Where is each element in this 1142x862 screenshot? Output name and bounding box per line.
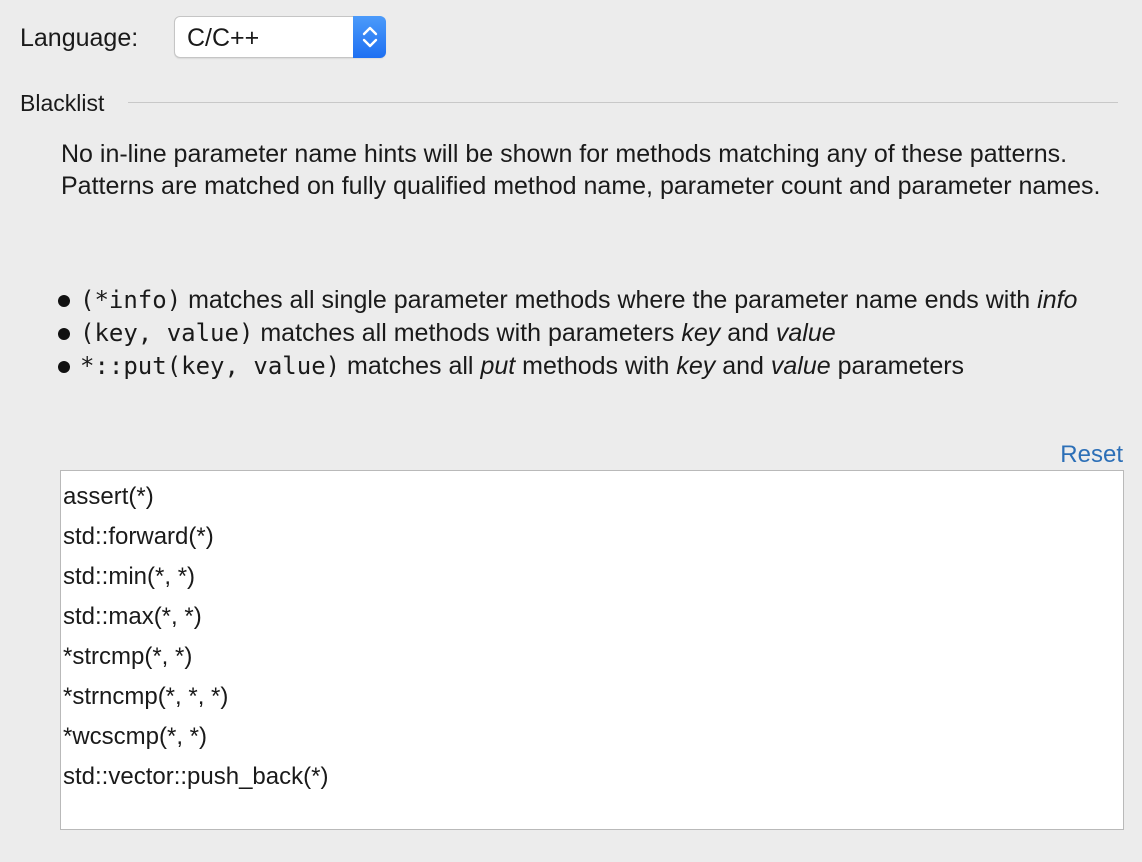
bullet-icon — [58, 361, 70, 373]
blacklist-description: No in-line parameter name hints will be … — [61, 138, 1111, 202]
code-example: (*info) — [80, 286, 182, 314]
language-select[interactable]: C/C++ — [174, 16, 386, 58]
description-line-1: No in-line parameter name hints will be … — [61, 140, 1068, 168]
bullet-text: parameters — [830, 352, 965, 380]
section-title: Blacklist — [20, 90, 105, 116]
pattern-line[interactable]: *strncmp(*, *, *) — [63, 683, 229, 710]
select-stepper-icon[interactable] — [353, 16, 386, 58]
bullet-icon — [58, 328, 70, 340]
pattern-line[interactable]: std::forward(*) — [63, 523, 214, 550]
pattern-line[interactable]: assert(*) — [63, 483, 154, 510]
blacklist-editor[interactable]: assert(*) std::forward(*) std::min(*, *)… — [60, 470, 1124, 830]
pattern-examples: (*info) matches all single parameter met… — [58, 284, 1128, 383]
pattern-line[interactable]: *strcmp(*, *) — [63, 643, 193, 670]
bullet-emphasis: value — [775, 319, 836, 347]
bullet-text: and — [720, 319, 776, 347]
reset-link[interactable]: Reset — [1060, 441, 1123, 468]
pattern-line[interactable]: std::vector::push_back(*) — [63, 763, 329, 790]
bullet-item: (*info) matches all single parameter met… — [58, 284, 1128, 317]
bullet-item: *::put(key, value) matches all put metho… — [58, 350, 1128, 383]
bullet-emphasis: key — [676, 352, 716, 380]
bullet-icon — [58, 295, 70, 307]
pattern-line[interactable]: std::max(*, *) — [63, 603, 202, 630]
pattern-line[interactable]: *wcscmp(*, *) — [63, 723, 208, 750]
bullet-item: (key, value) matches all methods with pa… — [58, 317, 1128, 350]
bullet-emphasis: value — [770, 352, 831, 380]
bullet-text: methods with — [515, 352, 677, 380]
bullet-text: matches all single parameter methods whe… — [181, 286, 1038, 314]
bullet-text: matches all methods with parameters — [253, 319, 682, 347]
code-example: *::put(key, value) — [80, 352, 341, 380]
bullet-text: matches all — [340, 352, 481, 380]
section-divider — [128, 102, 1118, 103]
bullet-emphasis: key — [681, 319, 721, 347]
pattern-line[interactable]: std::min(*, *) — [63, 563, 196, 590]
bullet-emphasis: info — [1037, 286, 1078, 314]
bullet-emphasis: put — [480, 352, 516, 380]
bullet-text: and — [715, 352, 771, 380]
language-select-value: C/C++ — [187, 24, 260, 52]
code-example: (key, value) — [80, 319, 254, 347]
description-line-2: Patterns are matched on fully qualified … — [61, 172, 1101, 200]
language-label: Language: — [20, 24, 139, 52]
